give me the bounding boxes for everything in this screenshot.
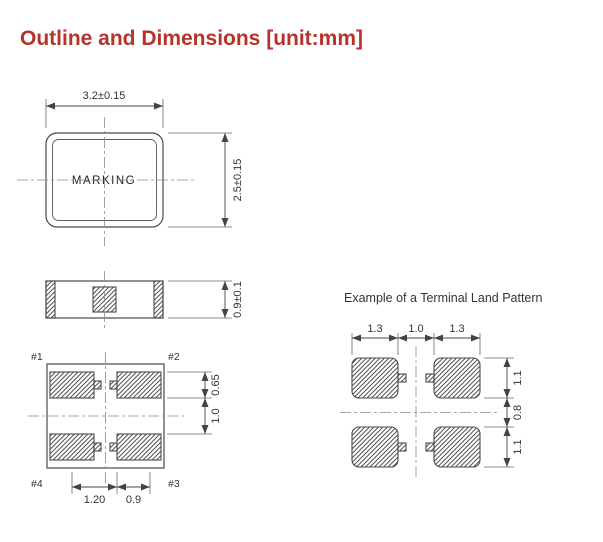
land-pad-bottom-left (351, 426, 399, 468)
top-view-height-dimension: 2.5±0.15 (168, 132, 244, 228)
side-terminal-right (153, 280, 164, 319)
land-pad-tab (425, 442, 435, 452)
pad-tab (93, 442, 102, 452)
land-gap-dim-label: 1.0 (408, 323, 423, 335)
page-title: Outline and Dimensions [unit:mm] (20, 27, 363, 50)
land-pad-tab (397, 442, 407, 452)
pad-tab (109, 442, 118, 452)
bottom-view-right-dimensions: 0.65 1.0 (167, 371, 222, 435)
land-pattern: Example of a Terminal Land Pattern 1.3 1… (340, 291, 543, 478)
bottom-pad-4 (49, 433, 95, 461)
top-view-width-dimension: 3.2±0.15 (45, 90, 164, 128)
top-width-dim-label: 3.2±0.15 (83, 90, 126, 102)
land-pad-top-left (351, 357, 399, 399)
land-pad-bottom-right (433, 426, 481, 468)
side-view-thickness-dimension: 0.9±0.1 (168, 280, 244, 319)
land-height-dim-label: 1.1 (512, 439, 524, 454)
bottom-pad-2 (116, 371, 162, 399)
pad-horizontal-gap-dim-label: 0.9 (126, 494, 141, 506)
land-pad-tab (425, 373, 435, 383)
side-thickness-dim-label: 0.9±0.1 (232, 281, 244, 318)
land-vertical-gap-dim-label: 0.8 (512, 405, 524, 420)
land-pad-top-right (433, 357, 481, 399)
pad-tab (109, 380, 118, 390)
land-width-dim-label: 1.3 (367, 323, 382, 335)
pad-1-label: #1 (31, 351, 43, 363)
bottom-view: #1 #2 #4 #3 0.65 1.0 1.20 0.9 (28, 351, 222, 506)
pad-vertical-gap-dim-label: 1.0 (210, 408, 222, 423)
land-height-dim-label: 1.1 (512, 370, 524, 385)
top-view: 3.2±0.15 MARKING 2.5±0.15 (17, 90, 244, 246)
bottom-view-bottom-dimensions: 1.20 0.9 (71, 472, 151, 506)
pad-tab (93, 380, 102, 390)
land-pattern-top-dimensions: 1.3 1.0 1.3 (351, 323, 481, 355)
pad-3-label: #3 (168, 478, 180, 490)
top-height-dim-label: 2.5±0.15 (232, 159, 244, 202)
pad-length-dim-label: 1.20 (84, 494, 105, 506)
marking-label: MARKING (72, 175, 136, 187)
bottom-pad-1 (49, 371, 95, 399)
side-view: 0.9±0.1 (45, 271, 244, 330)
pad-4-label: #4 (31, 478, 43, 490)
pad-height-dim-label: 0.65 (210, 374, 222, 395)
land-pad-tab (397, 373, 407, 383)
land-width-dim-label: 1.3 (449, 323, 464, 335)
bottom-pad-3 (116, 433, 162, 461)
side-terminal-left (45, 280, 56, 319)
land-pattern-right-dimensions: 1.1 0.8 1.1 (484, 357, 524, 468)
pad-2-label: #2 (168, 351, 180, 363)
land-pattern-caption: Example of a Terminal Land Pattern (344, 291, 543, 305)
